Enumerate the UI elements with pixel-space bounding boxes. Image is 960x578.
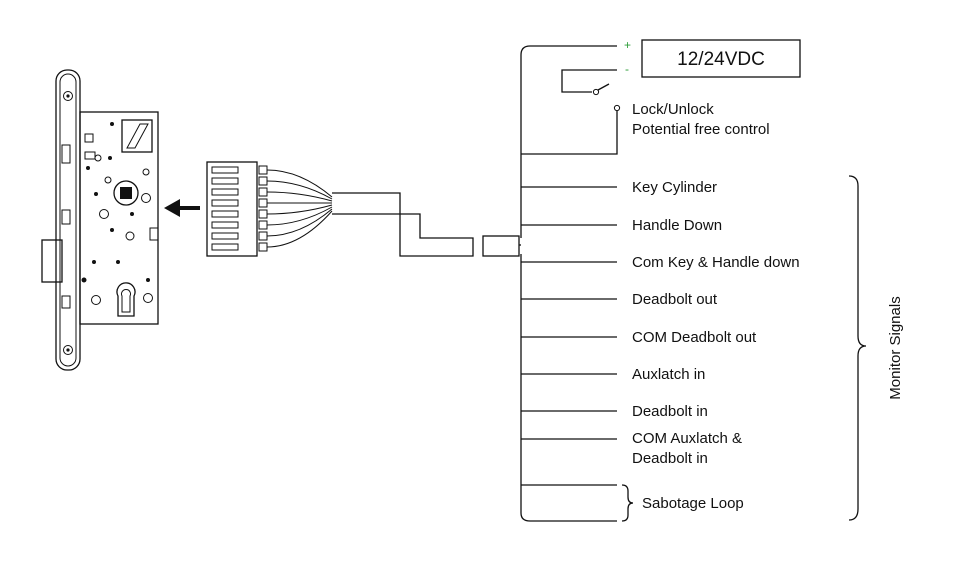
wire-terminal — [258, 209, 268, 219]
wire-terminal — [258, 242, 268, 252]
wire-terminal — [258, 165, 268, 175]
wire-bus — [520, 45, 617, 522]
lock-body-icon — [41, 69, 159, 371]
signal-label: Deadbolt in — [632, 450, 708, 467]
connector-icon — [206, 161, 520, 257]
brace-icon — [848, 175, 867, 521]
plus-terminal-sign: + — [624, 38, 631, 52]
connector-pin — [211, 166, 239, 174]
connector-pin — [211, 177, 239, 185]
signal-label: COM Auxlatch & — [632, 430, 742, 447]
signal-label: Com Key & Handle down — [632, 254, 800, 271]
sabotage-loop-label: Sabotage Loop — [642, 495, 744, 512]
sabotage-brace-icon — [621, 484, 634, 522]
signal-label: COM Deadbolt out — [632, 329, 757, 346]
voltage-box — [641, 39, 801, 78]
connector-pin — [211, 243, 239, 251]
fan-wire — [266, 180, 333, 200]
wire-terminal — [258, 187, 268, 197]
connector-pin — [211, 232, 239, 240]
wire-terminal — [258, 220, 268, 230]
connector-pin — [211, 210, 239, 218]
signal-label: Key Cylinder — [632, 179, 717, 196]
voltage-label: 12/24VDC — [677, 49, 765, 70]
signal-label: Auxlatch in — [632, 366, 705, 383]
connector-pin — [211, 188, 239, 196]
fan-wire — [266, 210, 333, 248]
fan-wire — [266, 208, 333, 237]
relay-switch-icon — [521, 69, 621, 155]
potential-free-label: Potential free control — [632, 121, 770, 138]
fan-wire — [266, 206, 333, 226]
signal-label: Deadbolt in — [632, 403, 708, 420]
fan-wire — [266, 169, 333, 198]
signal-label: Handle Down — [632, 217, 722, 234]
lock-unlock-label: Lock/Unlock — [632, 101, 714, 118]
wire-terminal — [258, 198, 268, 208]
connector-pin — [211, 199, 239, 207]
wire-terminal — [258, 176, 268, 186]
monitor-signals-label: Monitor Signals — [887, 296, 904, 399]
fan-wire — [266, 204, 333, 215]
wire-terminal — [258, 231, 268, 241]
arrow-left-icon — [164, 199, 200, 217]
fan-wire — [266, 191, 333, 202]
signal-label: Deadbolt out — [632, 291, 718, 308]
connector-pin — [211, 221, 239, 229]
minus-terminal-sign: - — [625, 62, 629, 76]
